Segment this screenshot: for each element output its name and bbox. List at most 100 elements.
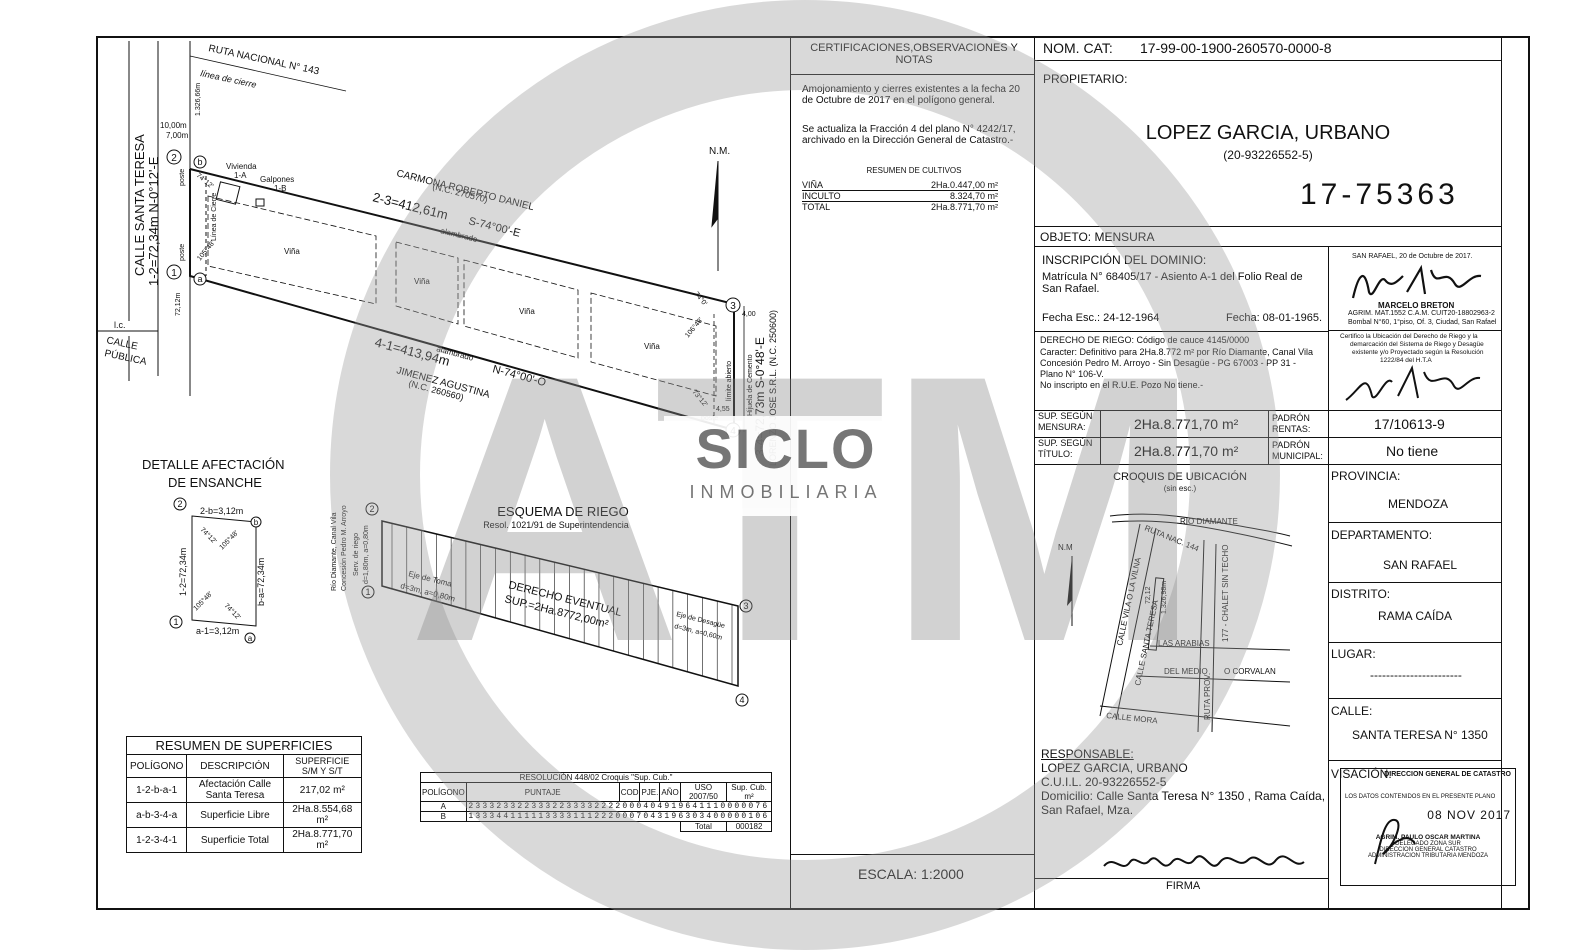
depto-rule <box>1328 582 1502 583</box>
croquis-d1: 72,12 <box>1145 586 1152 604</box>
resolucion-h-sup: Sup. Cub. m² <box>726 782 772 802</box>
lugar-value: ----------------------- <box>1370 668 1462 682</box>
stamp-line-2: LOS DATOS CONTENIDOS EN EL PRESENTE PLAN… <box>1345 794 1496 800</box>
padron-mun-label: PADRÓN MUNICIPAL: <box>1272 440 1323 461</box>
superficies-h1: DESCRIPCIÓN <box>186 754 284 778</box>
table-cell: 1-2-b-a-1 <box>125 777 188 803</box>
detalle-ang-1: 74°12' <box>199 526 219 546</box>
plan-lorenzo: LORENZO JOSE S.R.L. (N.C. 250600) <box>768 310 778 466</box>
propietario-label: PROPIETARIO: <box>1043 72 1128 86</box>
superficies-h2: SUPERFICIE S/M Y S/T <box>282 754 363 778</box>
detalle-ang-3: 105°48' <box>192 590 214 612</box>
riego-rule <box>1034 331 1328 332</box>
agrim-signature-2 <box>1345 364 1481 401</box>
detalle-ang-4: 74°12' <box>223 602 243 622</box>
survey-plan: 2 1 b a 3 4 RUTA NACIONAL N° 143 línea d… <box>96 41 778 707</box>
detalle-title-1: DETALLE AFECTACIÓN <box>142 457 285 472</box>
visacion-signature <box>1374 818 1416 865</box>
dominio-fecha-esc: Fecha Esc.: 24-12-1964 <box>1042 312 1160 324</box>
plan-angle-3a: 74°0' <box>692 290 708 307</box>
detalle-point-1: 1 <box>173 617 178 627</box>
croquis-title: CROQUIS DE UBICACIÓN <box>1113 471 1247 483</box>
provincia-rule <box>1328 522 1502 523</box>
detalle-a1: a-1=3,12m <box>196 626 239 636</box>
esquema-canal-2: Concesión Pedro M. Arroyo <box>341 505 348 591</box>
esquema-serv: Serv. de riego <box>353 533 360 576</box>
dominio-fecha: Fecha: 08-01-1965. <box>1226 312 1323 324</box>
responsable-dom-2: San Rafael, Mza. <box>1041 803 1134 817</box>
superficies-title: RESUMEN DE SUPERFICIES <box>126 736 362 755</box>
dominio-matricula: Matrícula N° 68405/17 - Asiento A-1 del … <box>1042 271 1303 295</box>
padron-mun-value: No tiene <box>1386 443 1439 459</box>
responsable-dom-1: Domicilio: Calle Santa Teresa N° 1350 , … <box>1041 789 1326 803</box>
riego-line-2: Caracter: Definitivo para 2Ha.8.772 m² p… <box>1040 347 1313 357</box>
cultivo-value: 8.324,70 m² <box>949 191 998 201</box>
sup-mensura-value: 2Ha.8.771,70 m² <box>1134 416 1239 432</box>
resolucion-total: 000182 <box>726 821 772 832</box>
detalle-12: 1-2=72,34m <box>178 548 188 596</box>
sup-div-1 <box>1100 410 1101 464</box>
plan-side-41-bearing: N-74°00'-O <box>491 363 547 389</box>
certs-title-rule <box>790 74 1034 75</box>
plan-angle-3b: 106°48' <box>683 316 704 339</box>
responsable-name: LOPEZ GARCIA, URBANO <box>1041 761 1188 775</box>
agrim-cert-4: 1222/84 del H.T.A <box>1380 357 1432 364</box>
table-cell: 1333441111133331112220007043196303400000… <box>465 811 773 822</box>
plan-d455: 4,55 <box>716 406 730 413</box>
objeto-top-rule <box>1034 226 1502 227</box>
plan-point-2: 2 <box>171 153 177 164</box>
firma-rule <box>1034 878 1328 879</box>
sup-titulo-value: 2Ha.8.771,70 m² <box>1134 443 1239 459</box>
table-cell: Superficie Total <box>186 827 284 853</box>
plan-galpones: Galpones <box>260 175 294 184</box>
resolucion-h-poligono: POLÍGONO <box>420 782 467 802</box>
plan-vina-1: Viña <box>284 247 300 256</box>
riego-line-3: Concesión Pedro M. Arroyo - Sin Desagüe … <box>1040 358 1296 368</box>
croquis-map: RIO DIAMANTE RUTA NAC. 144 N.M CALLE VIL… <box>1058 513 1293 733</box>
croquis-nm: N.M <box>1058 543 1073 552</box>
table-cell: 2Ha.8.771,70 m² <box>282 827 363 853</box>
siclo-brand: SICLO <box>695 417 877 480</box>
padron-rentas-value: 17/10613-9 <box>1374 416 1445 432</box>
escala-rule <box>790 854 1034 855</box>
resolucion-h-anio: AÑO <box>659 782 681 802</box>
plan-d10: 10,00m <box>160 121 187 130</box>
dominio-title: INSCRIPCIÓN DEL DOMINIO: <box>1042 253 1207 267</box>
certs-note-2: Se actualiza la Fracción 4 del plano N° … <box>802 124 1016 146</box>
detalle-title-2: DE ENSANCHE <box>168 475 262 490</box>
distrito-rule <box>1328 642 1502 643</box>
agrim-rule <box>1328 330 1502 331</box>
padron-rentas-label: PADRÓN RENTAS: <box>1272 413 1311 434</box>
riego-line-4: Plano N° 106-V. <box>1040 369 1104 379</box>
responsable-cuil: C.U.I.L. 20-93226552-5 <box>1041 775 1167 789</box>
nomcat-value: 17-99-00-1900-260570-0000-8 <box>1140 40 1332 56</box>
esquema-serv-2: d=1,80m, a=0,80m <box>363 525 370 584</box>
plan-nm: N.M. <box>709 146 730 157</box>
right-edge <box>1501 36 1502 910</box>
esquema-point-1: 1 <box>365 587 370 597</box>
agrim-date: SAN RAFAEL, 20 de Octubre de 2017. <box>1352 253 1473 260</box>
provincia-label: PROVINCIA: <box>1331 469 1401 483</box>
table-cell: A <box>420 801 467 812</box>
plan-limite: límite abierto <box>726 361 733 401</box>
dominio-divider <box>1328 246 1329 410</box>
plan-vina-3: Viña <box>519 307 535 316</box>
resolucion-h-pje: PJE. <box>639 782 661 802</box>
cultivo-name: VIÑA <box>802 180 824 190</box>
croquis-vila: CALLE VILA O LA VILNA <box>1115 556 1143 646</box>
plan-poste-top: poste <box>179 169 186 186</box>
firma-label: FIRMA <box>1166 880 1201 892</box>
cultivo-name: TOTAL <box>802 202 831 212</box>
distrito-value: RAMA CAÍDA <box>1378 609 1453 623</box>
croquis-d2: 1.326,98m <box>1161 581 1168 614</box>
escala-label: ESCALA: 1:2000 <box>858 866 964 882</box>
cultivos-title: RESUMEN DE CULTIVOS <box>866 166 962 175</box>
stamp-date: 08 NOV 2017 <box>1427 808 1511 822</box>
sup-bottom-rule <box>1034 464 1502 465</box>
superficies-h0: POLÍGONO <box>125 754 188 778</box>
stamp-line-5: DELEGADO ZONA SUR <box>1395 841 1461 847</box>
detalle-point-2: 2 <box>177 499 182 509</box>
table-row: Total 000182 <box>421 821 772 832</box>
depto-value: SAN RAFAEL <box>1383 558 1458 572</box>
